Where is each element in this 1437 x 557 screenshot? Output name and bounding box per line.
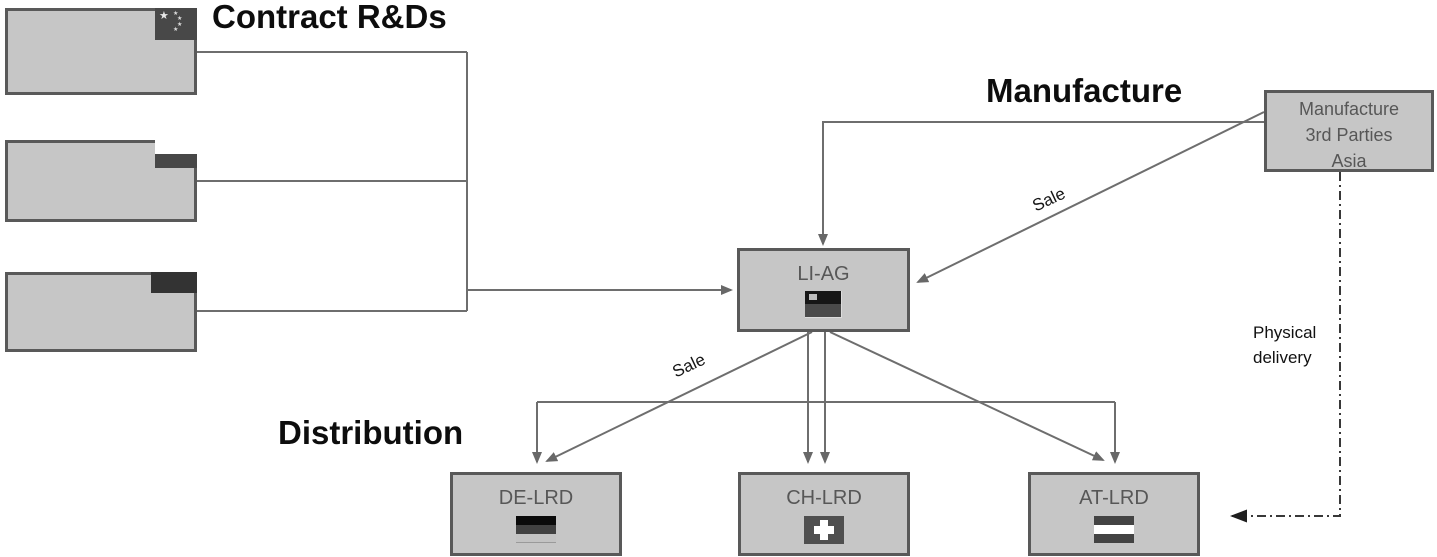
li-ag-label: LI-AG bbox=[797, 263, 850, 285]
node-manufacture-3rd-parties: Manufacture 3rd Parties Asia bbox=[1264, 90, 1434, 172]
ch-lrd-label: CH-LRD bbox=[786, 487, 862, 509]
china-flag-icon: ★ ★ ★ ★ ★ bbox=[155, 8, 197, 40]
poland-flag-icon bbox=[155, 140, 197, 168]
node-rd-3 bbox=[5, 272, 197, 352]
heading-distribution: Distribution bbox=[278, 414, 464, 451]
germany-flag-icon bbox=[516, 516, 556, 543]
node-ch-lrd: CH-LRD bbox=[738, 472, 910, 556]
at-lrd-label: AT-LRD bbox=[1079, 487, 1149, 509]
heading-contract-rds: Contract R&Ds bbox=[212, 0, 447, 35]
crown-icon bbox=[809, 294, 817, 300]
dark-flag-icon bbox=[151, 272, 197, 293]
austria-flag-icon bbox=[1094, 516, 1134, 543]
node-at-lrd: AT-LRD bbox=[1028, 472, 1200, 556]
de-lrd-label: DE-LRD bbox=[498, 487, 574, 509]
switzerland-flag-icon bbox=[804, 516, 844, 544]
physical-delivery-label: Physical delivery bbox=[1253, 323, 1317, 367]
node-rd-1: ★ ★ ★ ★ ★ bbox=[5, 8, 197, 95]
heading-manufacture: Manufacture bbox=[986, 72, 1183, 109]
node-li-ag: LI-AG bbox=[737, 248, 910, 332]
node-de-lrd: DE-LRD bbox=[450, 472, 622, 556]
liechtenstein-flag-icon bbox=[805, 291, 842, 318]
node-rd-2 bbox=[5, 140, 197, 222]
manufacture-3rd-parties-label: Manufacture 3rd Parties Asia bbox=[1298, 99, 1400, 171]
